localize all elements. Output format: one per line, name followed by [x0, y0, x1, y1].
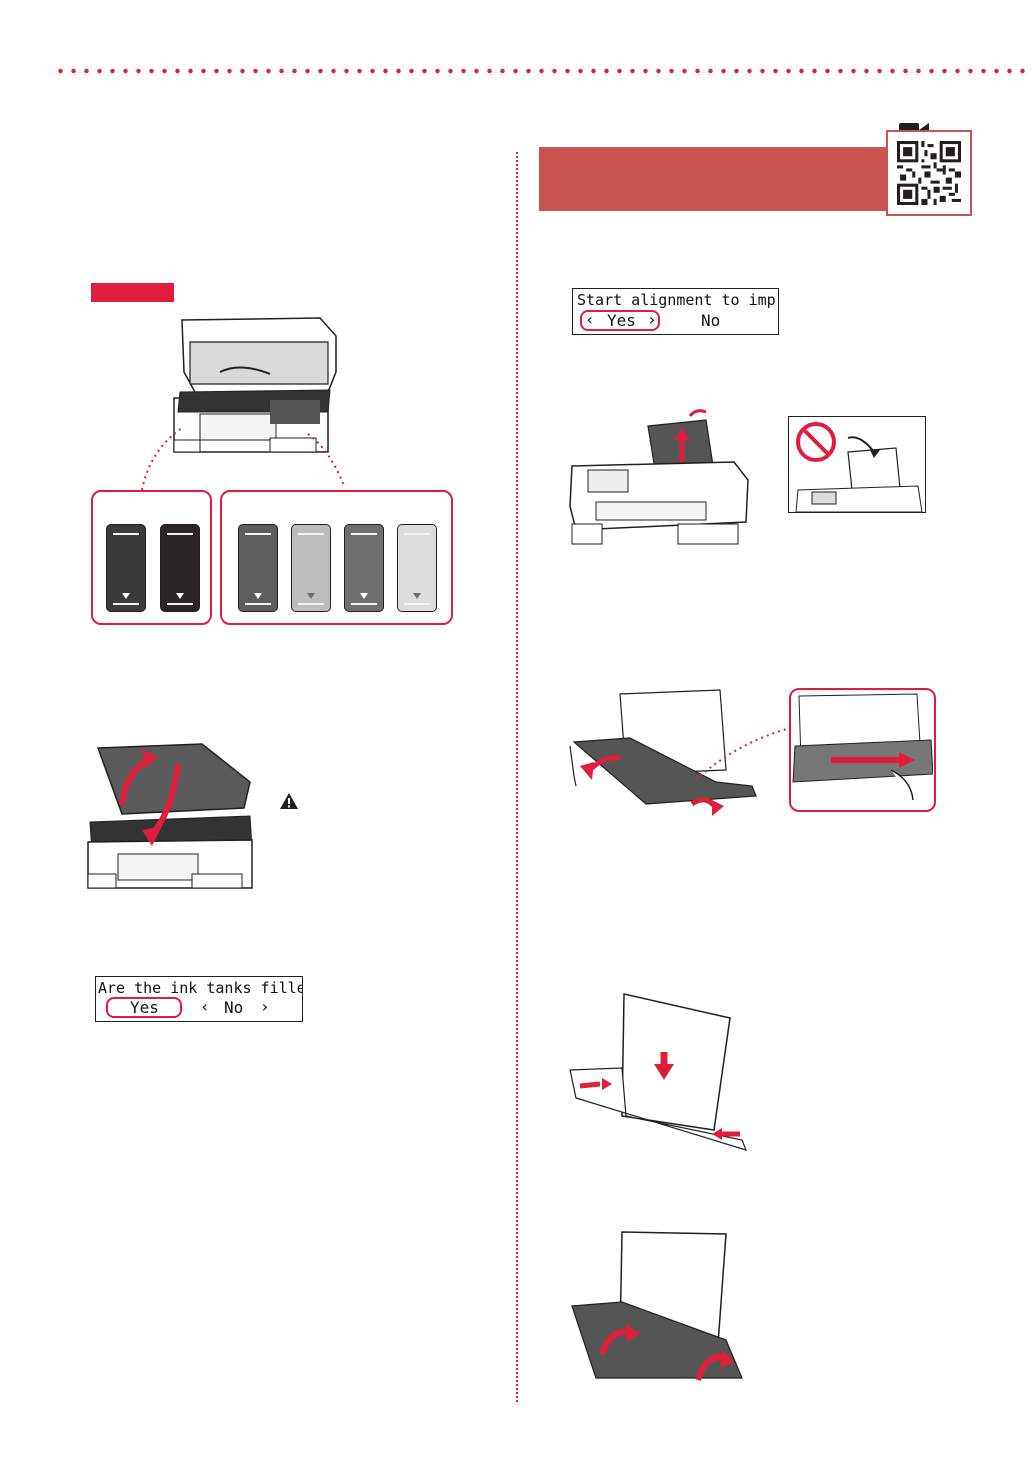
- qr-code: [897, 141, 961, 205]
- lcd-alignment-prompt: Start alignment to impro ‹ Yes › No: [572, 288, 779, 335]
- load-paper-illustration: [569, 993, 748, 1151]
- lcd-right-arrow: ›: [647, 310, 657, 329]
- ink-tank: [344, 524, 384, 612]
- ink-tank: [291, 524, 331, 612]
- do-not-clip-paper-inset: [788, 416, 926, 513]
- lcd-no-option[interactable]: No: [701, 311, 721, 330]
- ink-tank: [238, 524, 278, 612]
- lcd-prompt-text: Are the ink tanks filled w: [98, 979, 302, 997]
- lcd-yes-option[interactable]: Yes: [607, 311, 636, 330]
- lcd-ink-tanks-prompt: Are the ink tanks filled w Yes ‹ No ›: [95, 976, 303, 1022]
- lcd-prompt-text: Start alignment to impro: [577, 291, 779, 309]
- qr-code-frame[interactable]: [886, 130, 972, 216]
- lcd-no-option[interactable]: No: [224, 998, 244, 1017]
- ink-tank: [160, 524, 200, 612]
- important-label: [91, 283, 174, 302]
- tank-callout-lines: [141, 427, 345, 491]
- top-dotted-rule: [54, 68, 1032, 74]
- guide-callout-line: [695, 727, 791, 781]
- lcd-yes-option[interactable]: Yes: [130, 998, 159, 1017]
- warning-triangle-icon: [280, 793, 298, 809]
- feed-slot-cover-illustration: [569, 689, 757, 816]
- lcd-right-arrow: ›: [260, 997, 270, 1016]
- close-feed-slot-illustration: [571, 1231, 743, 1381]
- lcd-left-arrow: ‹: [200, 997, 210, 1016]
- column-divider: [516, 152, 518, 1402]
- lcd-selection-highlight: [106, 997, 182, 1018]
- ink-tank: [397, 524, 437, 612]
- ink-tank: [106, 524, 146, 612]
- printer-open-illustration: [173, 317, 337, 453]
- paper-guide-zoom-inset: [789, 688, 936, 812]
- lcd-left-arrow: ‹: [585, 310, 595, 329]
- lcd-selection-highlight: [580, 310, 660, 331]
- printer-close-illustration: [87, 743, 253, 889]
- printer-paper-support-illustration: [569, 409, 749, 545]
- section-header-bar: [539, 147, 889, 211]
